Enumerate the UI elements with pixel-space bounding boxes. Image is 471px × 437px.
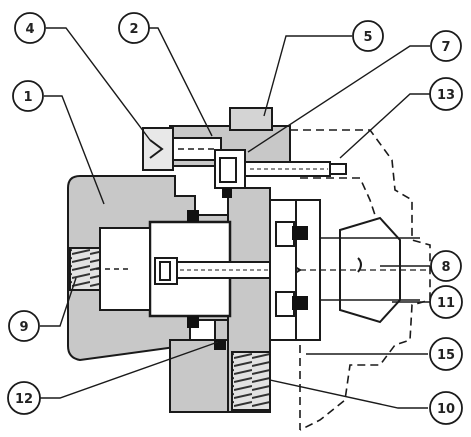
callout-10: 10: [429, 391, 463, 425]
seal-bottom: [187, 316, 199, 328]
lower-housing: [169, 339, 231, 413]
svg-text:13: 13: [437, 88, 455, 103]
callout-2: 2: [118, 12, 150, 44]
seal-top: [187, 210, 199, 222]
callout-15: 15: [429, 337, 463, 371]
svg-text:4: 4: [25, 22, 34, 37]
svg-text:12: 12: [15, 392, 33, 407]
screw-head-left: [142, 127, 174, 171]
svg-text:1: 1: [23, 90, 32, 105]
svg-text:9: 9: [19, 320, 28, 335]
svg-text:11: 11: [437, 296, 455, 311]
right-seal-top: [292, 226, 308, 240]
seal-lower-right: [214, 340, 226, 350]
callout-9: 9: [8, 310, 40, 342]
lower-spring: [231, 351, 271, 411]
svg-text:7: 7: [441, 40, 450, 55]
callout-4: 4: [14, 12, 46, 44]
callout-13: 13: [429, 77, 463, 111]
svg-text:5: 5: [363, 30, 372, 45]
callout-7: 7: [430, 30, 462, 62]
svg-text:8: 8: [441, 260, 450, 275]
seal-upper-right: [222, 188, 232, 198]
callout-1: 1: [12, 80, 44, 112]
callout-5: 5: [352, 20, 384, 52]
callout-11: 11: [429, 285, 463, 319]
right-seal-bottom: [292, 296, 308, 310]
top-cap: [229, 107, 273, 131]
svg-text:15: 15: [437, 348, 455, 363]
svg-text:10: 10: [437, 402, 455, 417]
svg-text:2: 2: [129, 22, 138, 37]
callout-8: 8: [430, 250, 462, 282]
callout-12: 12: [7, 381, 41, 415]
